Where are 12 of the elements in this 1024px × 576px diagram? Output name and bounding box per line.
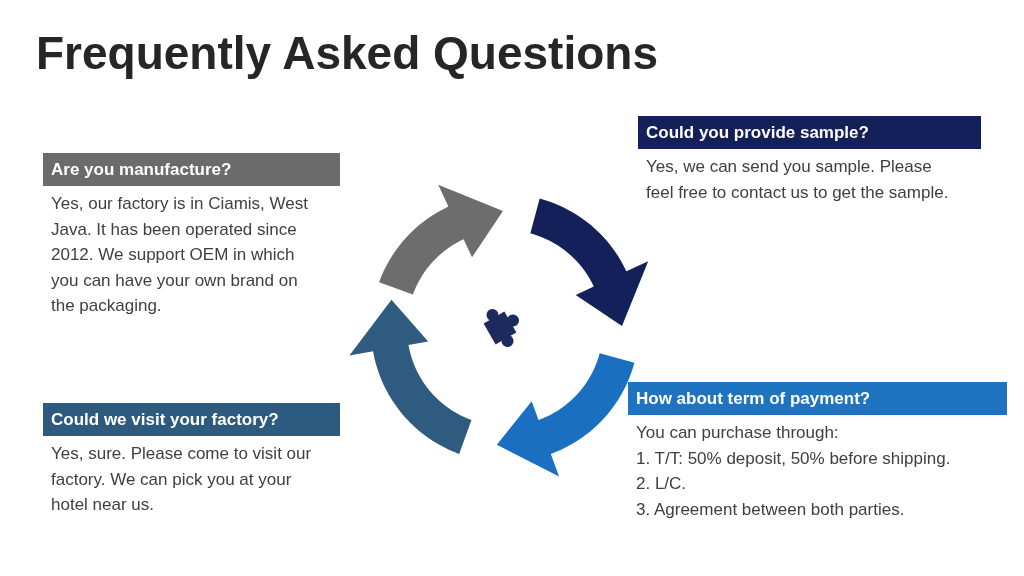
question-header: Are you manufacture? [43, 153, 340, 186]
answer-text: Yes, sure. Please come to visit our factory. We can pick you at your hotel near us. [50, 443, 313, 516]
list-item: 1. T/T: 50% deposit, 50% before shipping. [635, 447, 952, 470]
question-header: How about term of payment? [628, 382, 1007, 415]
list-item: 3. Agreement between both parties. [635, 498, 906, 521]
question-header: Could you provide sample? [638, 116, 981, 149]
answer-text: Yes, our factory is in Ciamis, West Java. It has been operated since 2012. We support OEM in which you can have your own brand on the packaging. [50, 193, 309, 317]
question-header: Could we visit your factory? [43, 403, 340, 436]
answer-text: You can purchase through: [635, 422, 840, 444]
slide-title: Frequently Asked Questions [36, 26, 658, 80]
answer-text: Yes, we can send you sample. Please feel free to contact us to get the sample. [645, 156, 950, 204]
list-item: 2. L/C. [635, 473, 688, 495]
